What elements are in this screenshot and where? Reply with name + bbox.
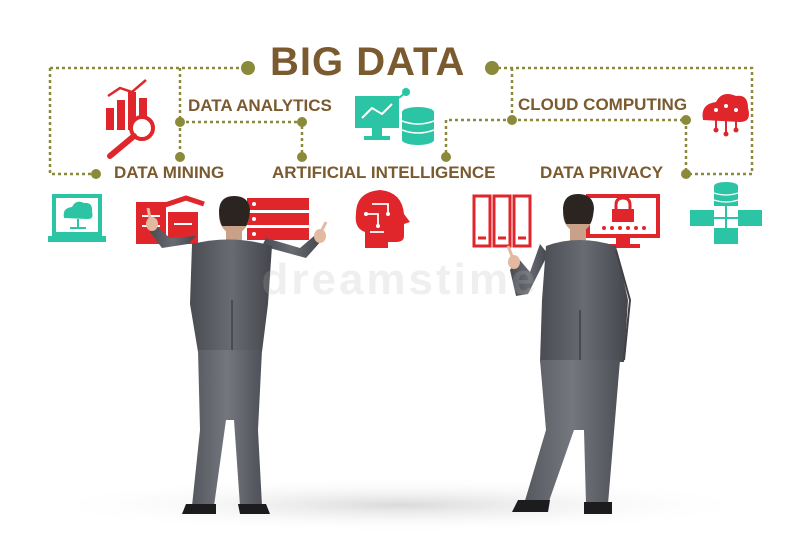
server-rack-icon	[247, 198, 309, 240]
label-artificial-intelligence: ARTIFICIAL INTELLIGENCE	[272, 163, 496, 182]
ai-head-circuit-icon	[355, 190, 410, 248]
businessman-left	[146, 196, 328, 514]
label-cloud-computing: CLOUD COMPUTING	[518, 95, 688, 114]
connector-nodes	[91, 61, 691, 179]
cloud-network-icon	[702, 94, 749, 137]
monitor-database-icon	[355, 88, 435, 145]
label-data-mining: DATA MINING	[114, 163, 225, 182]
password-monitor-icon	[586, 194, 660, 248]
network-computers-icon	[690, 182, 762, 244]
label-data-analytics: DATA ANALYTICS	[188, 96, 332, 115]
watermark: dreamstime	[261, 255, 539, 304]
businessman-right	[506, 194, 632, 514]
diagram-title: BIG DATA	[270, 40, 466, 84]
laptop-cloud-icon	[48, 194, 106, 242]
storage-rack-icon	[472, 194, 532, 248]
bar-chart-magnifier-icon	[106, 79, 155, 159]
label-data-privacy: DATA PRIVACY	[540, 163, 664, 182]
